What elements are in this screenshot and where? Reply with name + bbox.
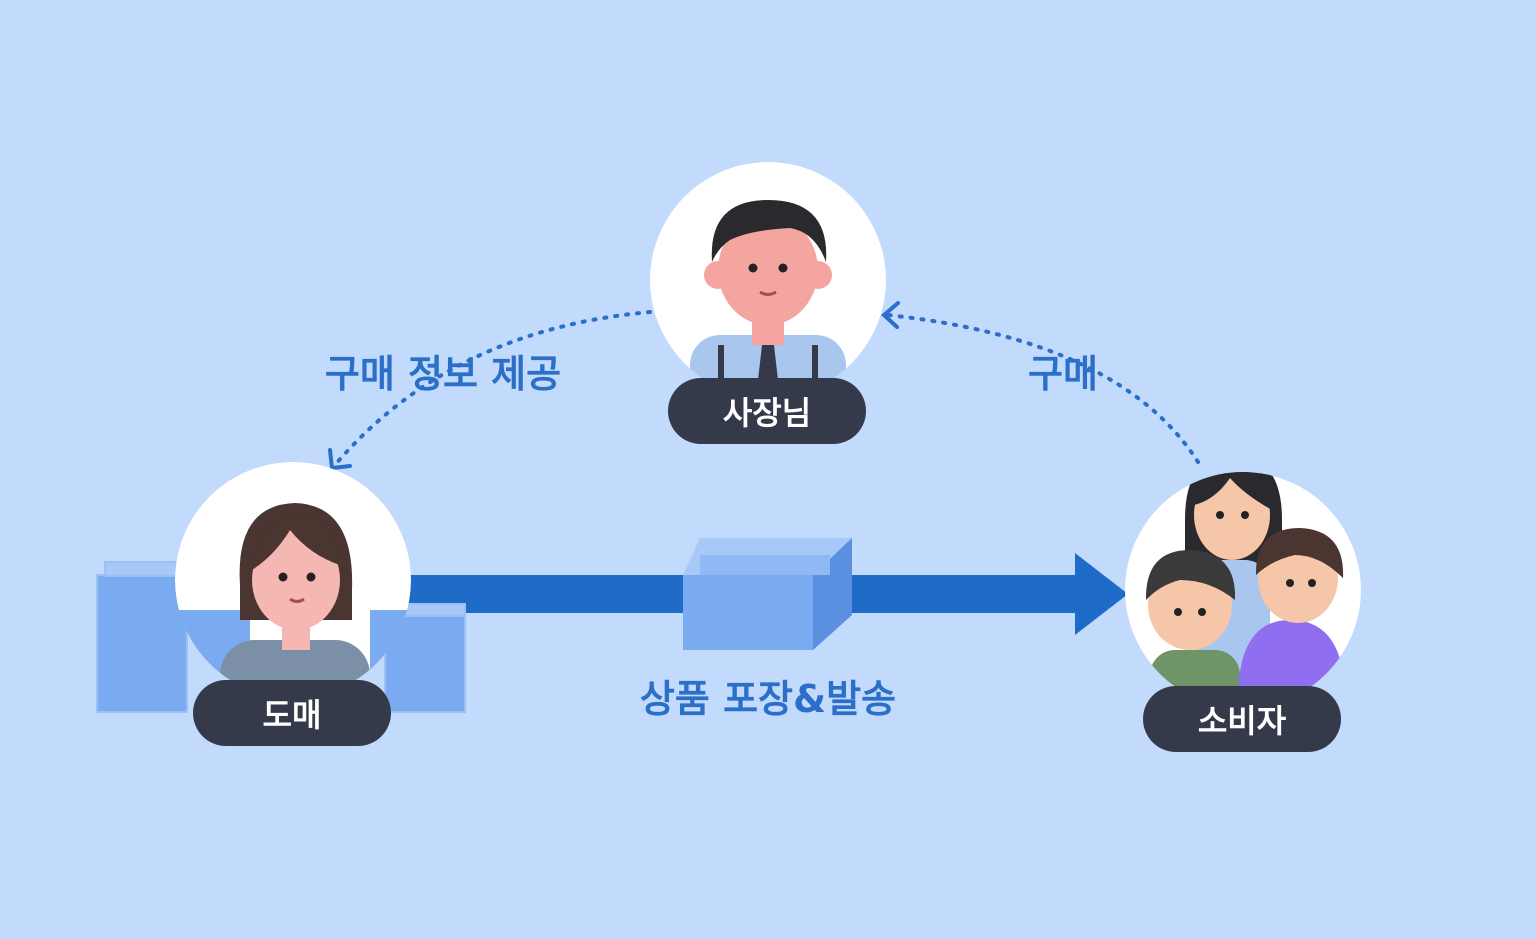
consumer-label: 소비자 — [1143, 686, 1341, 752]
edge-label-purchase: 구매 — [1028, 352, 1098, 396]
edge-label-ship: 상품 포장&발송 — [639, 677, 897, 721]
edge-label-provide-info: 구매 정보 제공 — [324, 352, 562, 396]
arrowhead-left-icon — [328, 448, 352, 471]
consumer-avatar — [1125, 472, 1361, 708]
dotted-arrow-info — [333, 310, 652, 467]
shipping-arrowhead-icon — [1075, 553, 1128, 635]
owner-avatar — [650, 162, 886, 398]
arrowhead-top-icon — [880, 301, 900, 329]
package-box-icon — [683, 538, 852, 650]
owner-label: 사장님 — [668, 378, 866, 444]
dotted-arrow-purchase — [886, 313, 1200, 464]
wholesale-label: 도매 — [193, 680, 391, 746]
